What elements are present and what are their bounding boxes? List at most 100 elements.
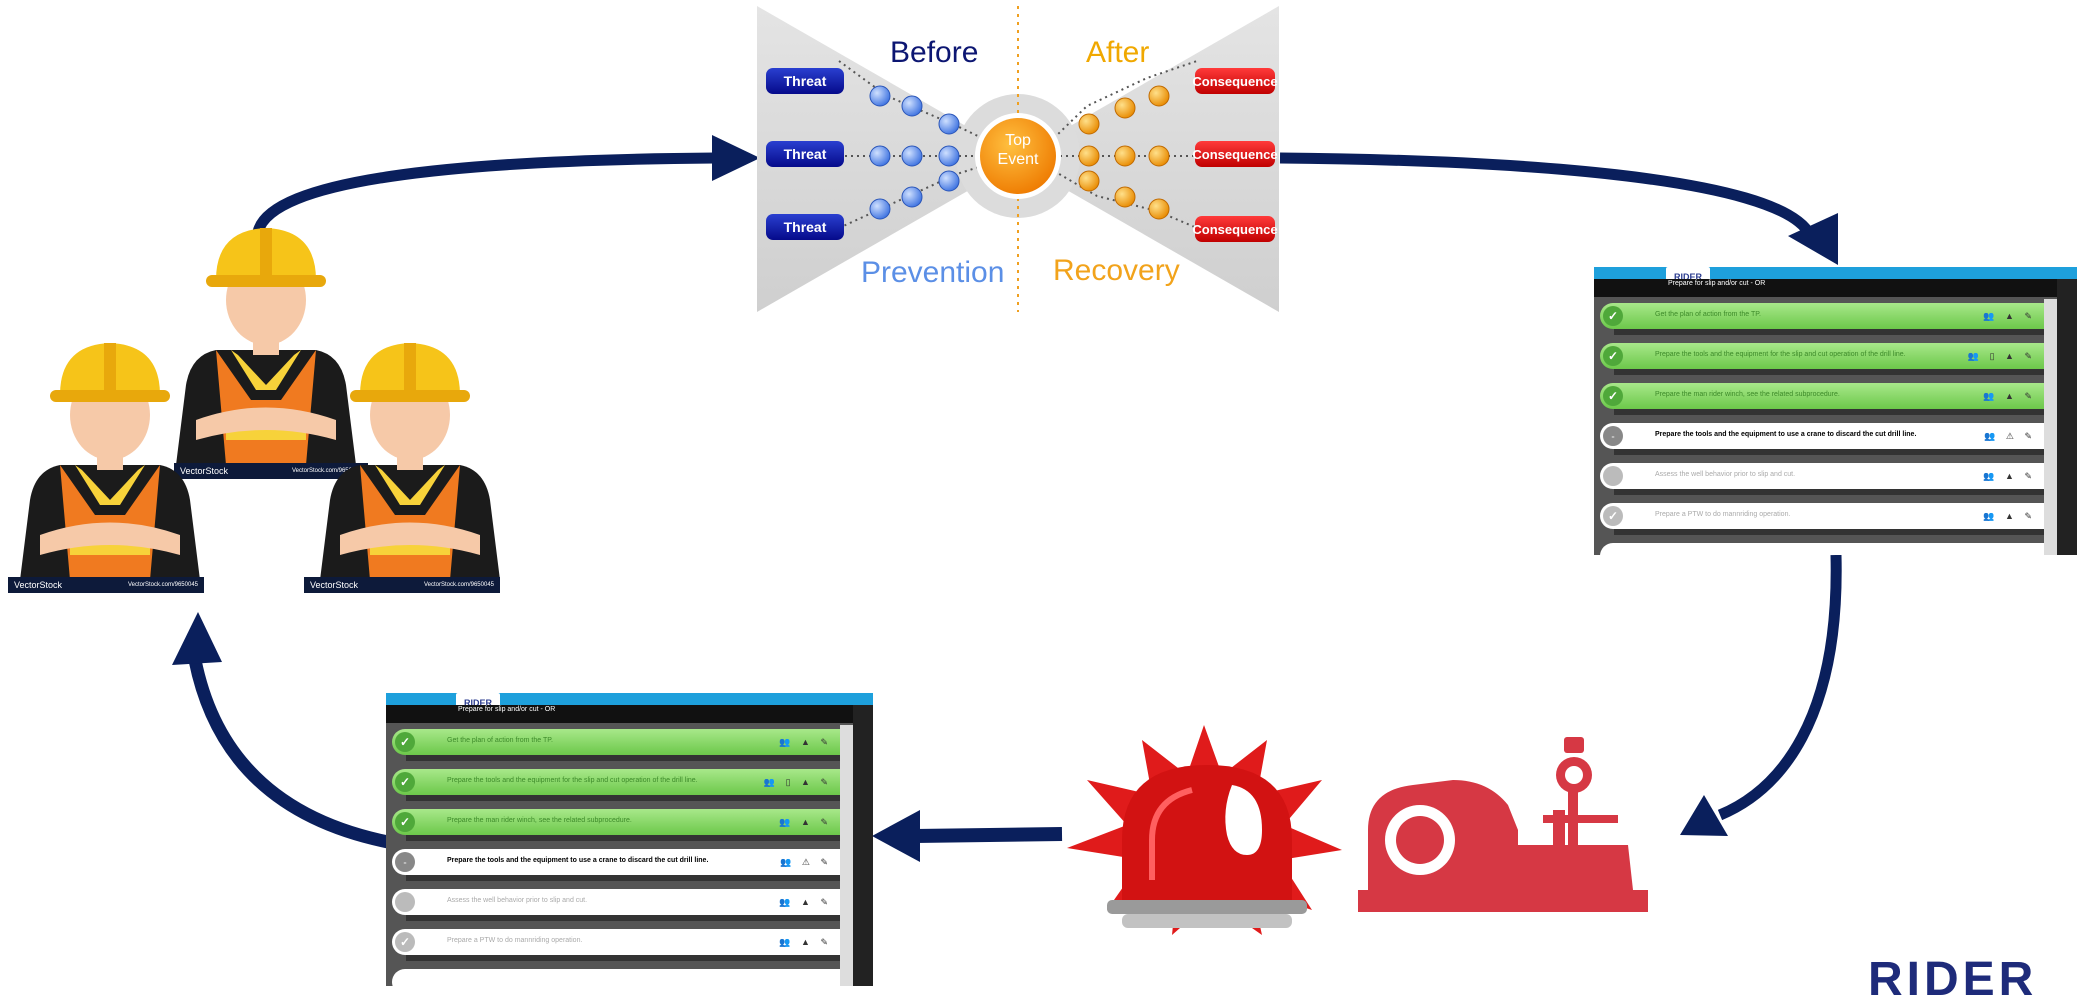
row-shadow	[406, 795, 840, 801]
procedure-step[interactable]: ✓ Get the plan of action from the TP. 👥 …	[1600, 303, 2044, 329]
step-text: Prepare the man rider winch, see the rel…	[1655, 391, 1840, 398]
bowtie-shape	[757, 6, 1279, 312]
panel-side-toolbar	[853, 705, 873, 986]
procedure-step[interactable]: ✓ Prepare the man rider winch, see the r…	[392, 809, 840, 835]
step-badge: ✓	[395, 932, 415, 952]
worker-icon	[176, 228, 356, 465]
top-event-line2: Event	[997, 151, 1039, 168]
watermark-bar: VectorStock VectorStock.com/9650045	[174, 463, 368, 479]
step-text: Prepare the tools and the equipment to u…	[1655, 431, 1917, 438]
step-badge: ✓	[395, 732, 415, 752]
worker-illustration: VectorStock VectorStock.com/9650045	[174, 225, 368, 479]
panel-header	[386, 705, 873, 723]
procedure-step[interactable]: Assess the well behavior prior to slip a…	[392, 889, 840, 915]
step-text: Prepare the tools and the equipment for …	[447, 777, 698, 784]
procedure-step[interactable]: ✓ Get the plan of action from the TP. 👥 …	[392, 729, 840, 755]
bowtie-diagram: Before After Prevention Recovery Top Eve…	[757, 6, 1279, 312]
step-icons: 👥 ▯ ▲ ✎	[1967, 351, 2036, 361]
arrow-bowtie-to-panel	[1279, 152, 1815, 238]
panel-scrollbar[interactable]	[2044, 299, 2057, 555]
watermark-url: VectorStock.com/9650045	[127, 582, 198, 588]
watermark-url: VectorStock.com/9650045	[423, 582, 494, 588]
panel-topbar	[386, 693, 873, 705]
step-badge: ✓	[395, 772, 415, 792]
arrow-alarm-to-panel	[914, 827, 1063, 843]
panel-header	[1594, 279, 2077, 297]
row-shadow	[1614, 329, 2044, 335]
step-badge: ✓	[1603, 306, 1623, 326]
step-badge: ✓	[1603, 386, 1623, 406]
panel-title: Prepare for slip and/or cut - OR	[458, 706, 556, 713]
procedure-step[interactable]: ✓ Prepare the tools and the equipment fo…	[392, 769, 840, 795]
step-icons: 👥 ▲ ✎	[779, 817, 832, 827]
step-text: Prepare the tools and the equipment for …	[1655, 351, 1906, 358]
procedure-step-current[interactable]: •• Prepare the tools and the equipment t…	[1600, 423, 2044, 449]
winch-machine-icon	[1358, 737, 1648, 912]
top-event: Top Event	[980, 131, 1056, 169]
row-shadow	[1614, 489, 2044, 495]
procedure-step[interactable]: Assess the well behavior prior to slip a…	[1600, 463, 2044, 489]
step-icons: 👥 ▲ ✎	[1983, 311, 2036, 321]
before-label: Before	[890, 36, 979, 69]
step-text: Get the plan of action from the TP.	[447, 737, 553, 744]
step-text: Prepare a PTW to do mannriding operation…	[447, 937, 583, 944]
row-shadow	[406, 875, 840, 881]
row-shadow	[1614, 369, 2044, 375]
procedure-panel-right: RIDER Prepare for slip and/or cut - OR ✓…	[1594, 267, 2077, 555]
prevention-label: Prevention	[861, 256, 1005, 289]
step-icons: 👥 ▲ ✎	[779, 937, 832, 947]
step-text: Prepare the man rider winch, see the rel…	[447, 817, 632, 824]
watermark-bar: VectorStock VectorStock.com/9650045	[304, 577, 500, 593]
procedure-step[interactable]	[392, 969, 840, 986]
step-icons: 👥 ▲ ✎	[1983, 471, 2036, 481]
step-icons: 👥 ▲ ✎	[1983, 511, 2036, 521]
watermark-brand: VectorStock	[310, 580, 359, 590]
alarm-siren-icon	[1067, 725, 1342, 935]
step-icons: 👥 ▯ ▲ ✎	[763, 777, 832, 787]
step-text: Prepare a PTW to do mannriding operation…	[1655, 511, 1791, 518]
procedure-step[interactable]: ✓ Prepare the tools and the equipment fo…	[1600, 343, 2044, 369]
cycle-arrows	[172, 135, 1842, 862]
row-shadow	[406, 755, 840, 761]
procedure-step[interactable]: ✓ Prepare a PTW to do mannriding operati…	[1600, 503, 2044, 529]
threat-pill: Threat	[766, 68, 844, 94]
step-icons: 👥 ⚠ ✎	[1984, 431, 2036, 441]
consequence-pill: Consequence	[1192, 216, 1278, 242]
row-shadow	[406, 835, 840, 841]
row-shadow	[1614, 409, 2044, 415]
step-badge: ✓	[1603, 346, 1623, 366]
procedure-step[interactable]: ✓ Prepare the man rider winch, see the r…	[1600, 383, 2044, 409]
panel-topbar	[1594, 267, 2077, 279]
step-icons: 👥 ▲ ✎	[1983, 391, 2036, 401]
workers-group: VectorStock VectorStock.com/9650045 Vect…	[8, 225, 500, 595]
consequence-pill: Consequence	[1192, 68, 1278, 94]
panel-side-toolbar	[2057, 279, 2077, 555]
worker-icon	[320, 343, 500, 580]
step-text: Assess the well behavior prior to slip a…	[1655, 471, 1796, 478]
brand-logo: RIDER	[1868, 953, 2038, 1006]
threat-pill: Threat	[766, 214, 844, 240]
step-text: Prepare the tools and the equipment to u…	[447, 857, 709, 864]
procedure-panel-bottom: RIDER Prepare for slip and/or cut - OR ✓…	[386, 693, 873, 986]
threat-pill: Threat	[766, 141, 844, 167]
procedure-step[interactable]	[1600, 543, 2044, 555]
row-shadow	[1614, 449, 2044, 455]
step-badge: ••	[1603, 426, 1623, 446]
watermark-brand: VectorStock	[14, 580, 63, 590]
arrow-panel-to-machine	[1717, 554, 1842, 821]
after-label: After	[1086, 36, 1150, 69]
recovery-label: Recovery	[1053, 254, 1180, 287]
arrow-workers-to-bowtie	[252, 152, 716, 234]
step-badge	[395, 892, 415, 912]
row-shadow	[406, 955, 840, 961]
step-icons: 👥 ⚠ ✎	[780, 857, 832, 867]
top-event-line1: Top	[1005, 132, 1031, 149]
step-text: Assess the well behavior prior to slip a…	[447, 897, 588, 904]
panel-scrollbar[interactable]	[840, 725, 853, 986]
step-badge: ••	[395, 852, 415, 872]
step-badge	[1603, 466, 1623, 486]
arrow-panel-to-workers	[188, 658, 390, 849]
procedure-step[interactable]: ✓ Prepare a PTW to do mannriding operati…	[392, 929, 840, 955]
step-text: Get the plan of action from the TP.	[1655, 311, 1761, 318]
procedure-step-current[interactable]: •• Prepare the tools and the equipment t…	[392, 849, 840, 875]
